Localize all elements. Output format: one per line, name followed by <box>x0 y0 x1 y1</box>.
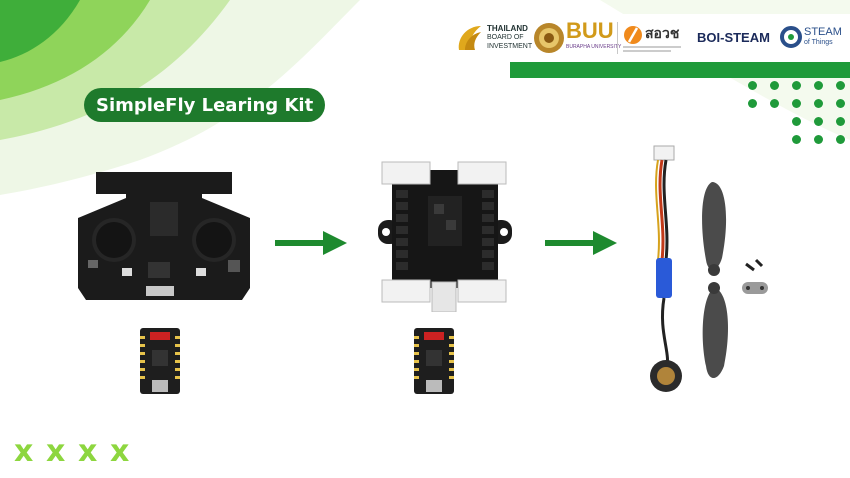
decorative-x-mark: x <box>46 434 66 469</box>
partner-logos-bar: THAILAND BOARD OF INVESTMENT BUU BURAPHA… <box>445 14 850 62</box>
sorwo-logo-icon <box>624 26 642 44</box>
decorative-x-mark: x <box>110 434 130 469</box>
joystick-controller-board-image <box>78 172 250 300</box>
esp32-module-image <box>140 328 180 394</box>
page-title: SimpleFly Learing Kit <box>84 88 326 122</box>
sorwo-subtext-line <box>623 46 681 48</box>
propellers-image <box>702 182 768 378</box>
boi-logo-icon <box>458 26 481 50</box>
header-accent-bar <box>510 62 850 78</box>
boi-logo-line1: THAILAND <box>487 24 528 33</box>
boi-logo-line3: INVESTMENT <box>487 43 533 50</box>
decorative-x-mark: x <box>14 434 34 469</box>
steam-of-things-logo-icon <box>780 26 802 48</box>
buu-logo-text: BUU <box>566 18 614 43</box>
esp32-module-image <box>414 328 454 394</box>
motor-with-wires-image <box>650 145 682 392</box>
logo-divider <box>617 22 618 54</box>
decorative-x-mark: x <box>78 434 98 469</box>
sorwo-logo-text: สอวช <box>645 25 680 41</box>
expansion-board-image <box>378 161 512 312</box>
sorwo-subtext-line <box>623 50 671 52</box>
steam-logo-line1: STEAM <box>804 26 842 38</box>
buu-seal-icon <box>534 23 564 53</box>
arrow-right-icon <box>275 231 347 255</box>
boi-steam-logo-text: BOI-STEAM <box>697 30 770 45</box>
boi-logo-line2: BOARD OF <box>487 34 524 41</box>
steam-logo-line2: of Things <box>804 39 833 46</box>
arrow-right-icon <box>545 231 617 255</box>
buu-logo-subtext: BURAPHA UNIVERSITY <box>566 44 622 50</box>
